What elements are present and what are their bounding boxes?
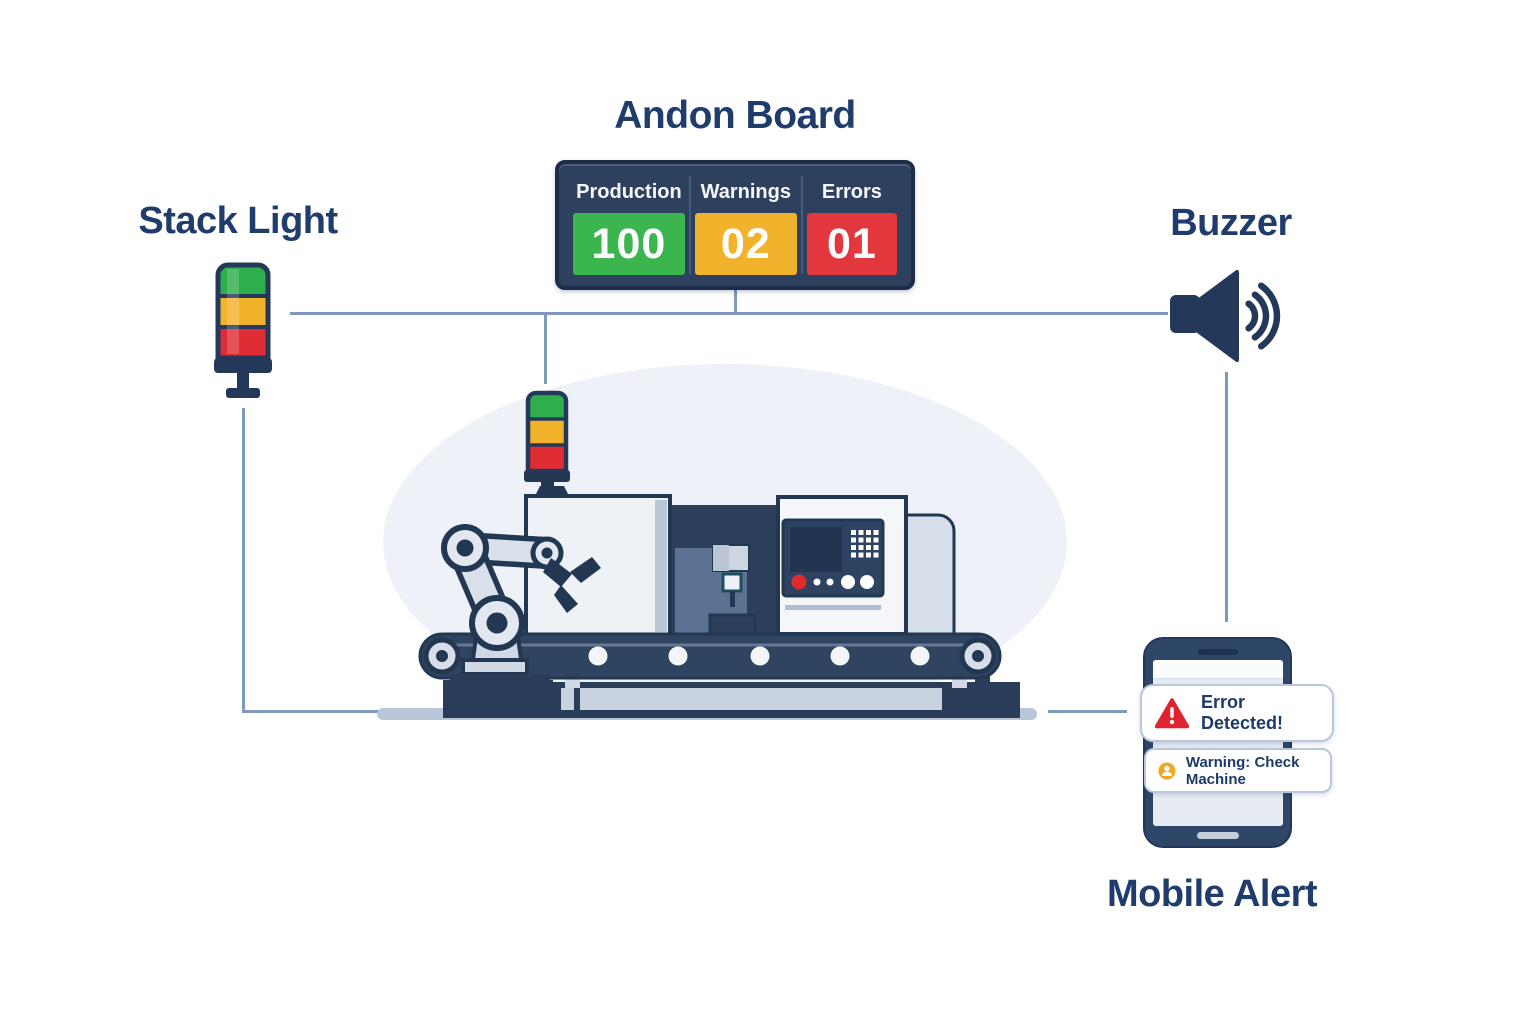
machine-mill-section xyxy=(668,505,778,635)
conveyor-belt xyxy=(418,632,1002,680)
machine-control-cabinet xyxy=(776,495,908,636)
buzzer-title: Buzzer xyxy=(1170,202,1292,244)
warning-notification-text: Warning: Check Machine xyxy=(1185,753,1300,788)
connector-board-stub xyxy=(734,290,737,313)
board-column-warnings: Warnings 02 xyxy=(691,172,801,278)
warnings-count: 02 xyxy=(694,213,797,275)
belt-rollers xyxy=(588,646,930,666)
connector-machine-drop xyxy=(544,314,547,384)
spindle xyxy=(712,544,750,607)
stack-light-title: Stack Light xyxy=(138,200,338,242)
phone-statusbar xyxy=(1153,660,1283,679)
machine-illustration xyxy=(377,364,1067,720)
robot-arm xyxy=(441,524,601,718)
andon-board-title: Andon Board xyxy=(614,94,856,137)
machine-rear-slab xyxy=(904,513,956,636)
phone-home-indicator xyxy=(1197,832,1239,839)
board-column-label: Production xyxy=(576,180,682,203)
error-notification: Error Detected! xyxy=(1140,684,1334,742)
error-notification-text: Error Detected! xyxy=(1200,692,1284,733)
production-count: 100 xyxy=(573,213,685,275)
board-column-label: Warnings xyxy=(700,180,791,203)
mobile-alert-title: Mobile Alert xyxy=(1106,873,1318,915)
connector-bus-line xyxy=(290,312,1168,315)
board-divider xyxy=(800,176,803,274)
sound-waves-icon xyxy=(1245,282,1281,350)
control-panel xyxy=(781,518,885,598)
speaker-icon xyxy=(1170,270,1239,362)
board-column-production: Production 100 xyxy=(569,172,689,278)
panel-buttons xyxy=(791,574,874,590)
stack-light-icon xyxy=(214,262,272,398)
alert-triangle-icon xyxy=(1155,697,1189,728)
connector-bottom-left xyxy=(242,710,380,713)
red-stop-button xyxy=(791,574,807,590)
connector-stacklight-drop xyxy=(242,408,245,713)
board-divider xyxy=(688,176,691,274)
connector-bottom-right xyxy=(1048,710,1127,713)
board-column-label: Errors xyxy=(821,180,882,203)
phone-earpiece-slot xyxy=(1198,649,1238,655)
warning-person-icon xyxy=(1158,761,1176,780)
board-column-errors: Errors 01 xyxy=(803,172,901,278)
mobile-phone xyxy=(1143,637,1292,848)
gripper xyxy=(543,557,601,613)
warning-notification: Warning: Check Machine xyxy=(1144,748,1332,793)
buzzer-speaker-icon xyxy=(1170,270,1281,362)
keypad xyxy=(851,530,879,558)
errors-count: 01 xyxy=(806,213,897,275)
connector-buzzer-drop xyxy=(1225,372,1228,622)
machine-stack-light-icon xyxy=(524,390,570,492)
andon-board-display: Production 100 Warnings 02 Errors 01 xyxy=(555,160,915,290)
control-screen xyxy=(790,527,842,572)
